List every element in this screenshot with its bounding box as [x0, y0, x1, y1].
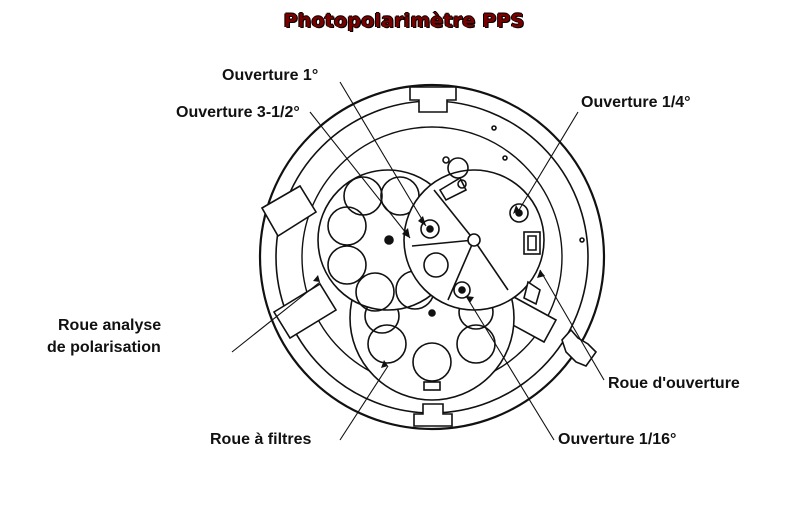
housing-outer-ring — [258, 83, 606, 431]
label-aperture-sixteenth: Ouverture 1/16° — [558, 431, 677, 448]
left-bracket-lower — [272, 282, 338, 340]
aperture-quarter-hole — [509, 203, 529, 223]
label-aperture-quarter: Ouverture 1/4° — [581, 94, 691, 111]
label-analysis-wheel-line1: Roue analyse — [58, 317, 162, 334]
label-aperture-wheel: Roue d'ouverture — [608, 375, 740, 392]
right-mount-tab — [561, 328, 598, 367]
label-aperture-1deg: Ouverture 1° — [222, 67, 319, 84]
label-filter-wheel: Roue à filtres — [210, 431, 312, 448]
bottom-mount-tab — [413, 403, 453, 427]
top-mount-tab — [409, 86, 457, 113]
label-aperture-3-5deg: Ouverture 3-1/2° — [176, 104, 300, 121]
diagram-title: Photopolarimètre PPS — [283, 10, 525, 32]
label-analysis-wheel-line2: de polarisation — [47, 339, 161, 356]
left-bracket-upper — [260, 184, 318, 238]
